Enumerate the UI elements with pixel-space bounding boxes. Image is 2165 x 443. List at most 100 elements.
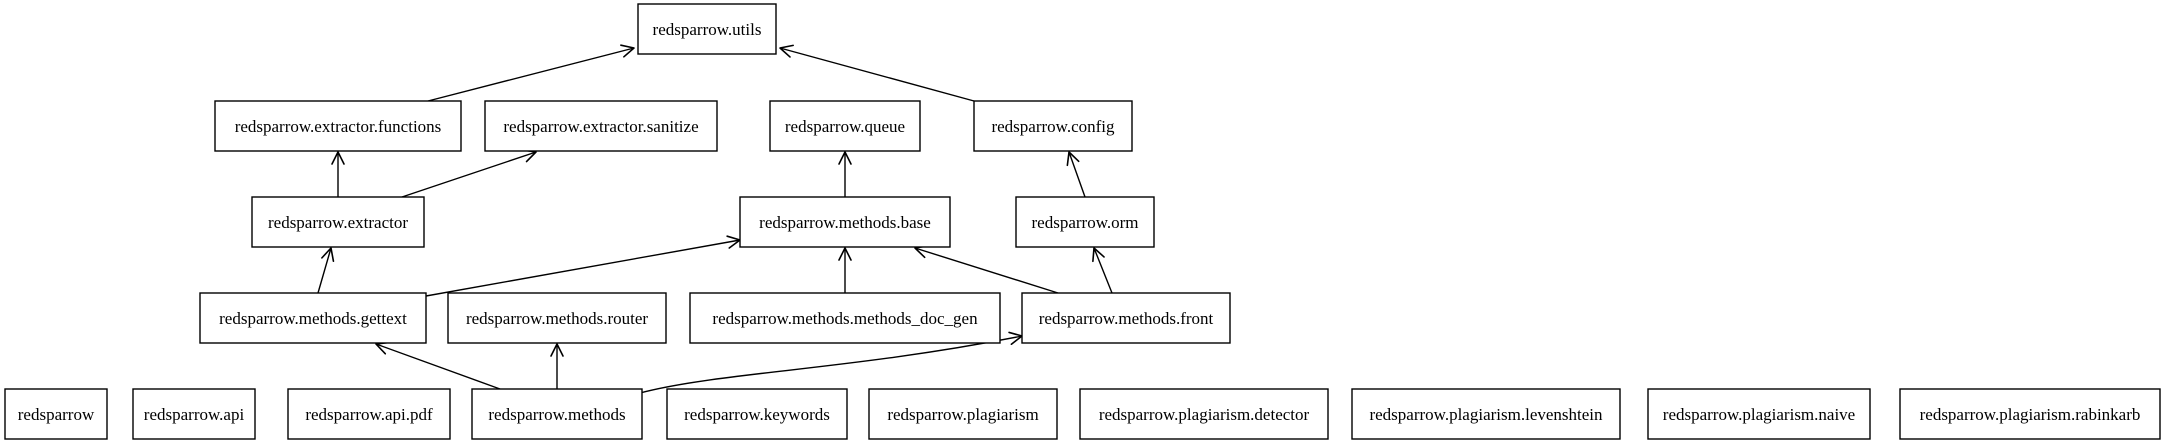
node-box — [868, 388, 1058, 440]
node-label: redsparrow.methods.gettext — [219, 309, 407, 328]
arrowhead-icon — [838, 151, 852, 165]
node-box — [251, 196, 425, 248]
node-label: redsparrow — [18, 405, 95, 424]
node-box — [739, 196, 951, 248]
edge-line — [375, 343, 501, 390]
node-api-pdf: redsparrow.api.pdf — [287, 388, 451, 440]
node-methods: redsparrow.methods — [471, 388, 643, 440]
edge-orm-to-config — [1066, 151, 1086, 198]
node-extractor: redsparrow.extractor — [251, 196, 425, 248]
edge-methods-doc-gen-to-methods-base — [838, 247, 852, 293]
node-label: redsparrow.queue — [785, 117, 905, 136]
node-label: redsparrow.extractor.functions — [235, 117, 442, 136]
node-keywords: redsparrow.keywords — [666, 388, 848, 440]
node-label: redsparrow.extractor.sanitize — [503, 117, 698, 136]
node-label: redsparrow.extractor — [268, 213, 408, 232]
arrowhead-icon — [620, 44, 635, 58]
node-box — [637, 3, 777, 55]
node-plagiarism: redsparrow.plagiarism — [868, 388, 1058, 440]
node-box — [1015, 196, 1155, 248]
node-label: redsparrow.plagiarism.detector — [1099, 405, 1310, 424]
node-label: redsparrow.orm — [1032, 213, 1139, 232]
node-label: redsparrow.config — [991, 117, 1115, 136]
node-methods-gettext: redsparrow.methods.gettext — [199, 292, 427, 344]
edge-line — [401, 151, 537, 198]
node-plagiarism-detector: redsparrow.plagiarism.detector — [1079, 388, 1329, 440]
node-methods-router: redsparrow.methods.router — [447, 292, 667, 344]
node-label: redsparrow.methods.base — [759, 213, 931, 232]
node-box — [484, 100, 718, 152]
edge-line — [779, 47, 975, 102]
node-label: redsparrow.api.pdf — [305, 405, 433, 424]
node-label: redsparrow.plagiarism.levenshtein — [1369, 405, 1603, 424]
edge-extractor-functions-to-utils — [427, 44, 635, 102]
edge-line — [639, 335, 1023, 394]
edge-methods-gettext-to-methods-base — [425, 235, 741, 297]
node-box — [214, 100, 462, 152]
node-label: redsparrow.plagiarism — [887, 405, 1038, 424]
node-box — [1021, 292, 1231, 344]
node-config: redsparrow.config — [973, 100, 1133, 152]
edge-extractor-to-extractor-functions — [331, 151, 345, 197]
node-queue: redsparrow.queue — [769, 100, 921, 152]
node-label: redsparrow.methods.router — [466, 309, 648, 328]
node-redsparrow: redsparrow — [4, 388, 108, 440]
arrowhead-icon — [779, 44, 794, 58]
node-label: redsparrow.plagiarism.rabinkarb — [1920, 405, 2141, 424]
node-label: redsparrow.api — [144, 405, 245, 424]
edge-methods-front-to-methods-base — [914, 245, 1059, 294]
node-box — [447, 292, 667, 344]
edge-methods-to-methods-router — [550, 343, 564, 389]
edge-methods-base-to-queue — [838, 151, 852, 197]
node-label: redsparrow.keywords — [684, 405, 830, 424]
node-extractor-functions: redsparrow.extractor.functions — [214, 100, 462, 152]
arrowhead-icon — [331, 151, 345, 165]
node-label: redsparrow.utils — [653, 20, 762, 39]
node-label: redsparrow.plagiarism.naive — [1663, 405, 1855, 424]
node-box — [471, 388, 643, 440]
edge-line — [914, 247, 1059, 294]
arrowhead-icon — [321, 247, 335, 262]
arrowhead-icon — [1092, 247, 1105, 263]
edge-methods-to-methods-gettext — [375, 341, 501, 390]
node-box — [689, 292, 1001, 344]
node-box — [973, 100, 1133, 152]
edges-layer — [317, 44, 1113, 394]
node-methods-front: redsparrow.methods.front — [1021, 292, 1231, 344]
arrowhead-icon — [550, 343, 564, 357]
node-plagiarism-levenshtein: redsparrow.plagiarism.levenshtein — [1351, 388, 1621, 440]
edge-line — [317, 247, 332, 294]
node-extractor-sanitize: redsparrow.extractor.sanitize — [484, 100, 718, 152]
node-box — [132, 388, 256, 440]
arrowhead-icon — [838, 247, 852, 261]
node-box — [769, 100, 921, 152]
nodes-layer: redsparrow.utils redsparrow.extractor.fun… — [4, 3, 2161, 440]
edge-methods-gettext-to-extractor — [317, 247, 335, 294]
node-methods-doc-gen: redsparrow.methods.methods_doc_gen — [689, 292, 1001, 344]
node-plagiarism-rabinkarb: redsparrow.plagiarism.rabinkarb — [1899, 388, 2161, 440]
edge-line — [1093, 247, 1113, 294]
node-label: redsparrow.methods.methods_doc_gen — [712, 309, 978, 328]
node-box — [1351, 388, 1621, 440]
arrowhead-icon — [1066, 151, 1080, 167]
edge-methods-front-to-orm — [1092, 247, 1113, 294]
node-utils: redsparrow.utils — [637, 3, 777, 55]
edge-line — [425, 239, 741, 297]
edge-line — [427, 47, 635, 102]
node-box — [1899, 388, 2161, 440]
node-box — [1647, 388, 1871, 440]
node-box — [666, 388, 848, 440]
node-box — [4, 388, 108, 440]
node-methods-base: redsparrow.methods.base — [739, 196, 951, 248]
node-label: redsparrow.methods.front — [1039, 309, 1214, 328]
edge-line — [1068, 151, 1086, 198]
node-plagiarism-naive: redsparrow.plagiarism.naive — [1647, 388, 1871, 440]
edge-extractor-to-extractor-sanitize — [401, 149, 537, 198]
node-label: redsparrow.methods — [488, 405, 625, 424]
node-box — [1079, 388, 1329, 440]
node-orm: redsparrow.orm — [1015, 196, 1155, 248]
node-box — [287, 388, 451, 440]
edge-config-to-utils — [779, 44, 975, 102]
node-api: redsparrow.api — [132, 388, 256, 440]
